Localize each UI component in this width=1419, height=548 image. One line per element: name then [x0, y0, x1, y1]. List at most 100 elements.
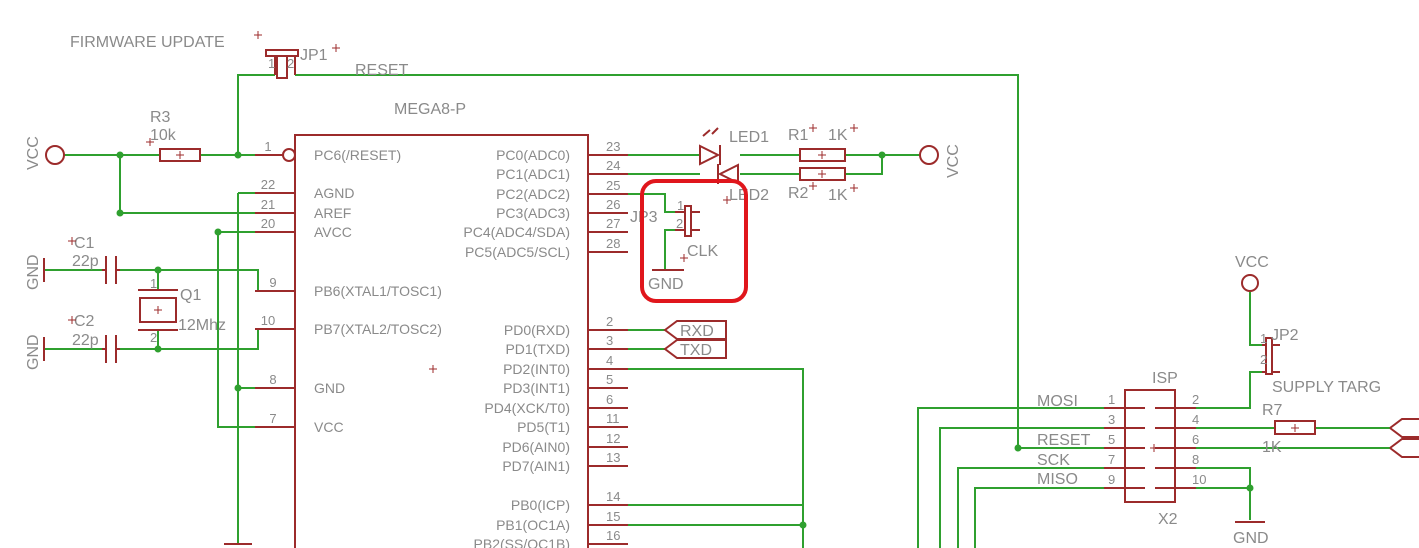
jp2-label: JP2 [1271, 327, 1299, 344]
pin-name: PC0(ADC0) [496, 147, 570, 163]
net-tag-rx-right[interactable] [1389, 438, 1419, 458]
supply-target-label: SUPPLY TARG [1272, 379, 1381, 396]
c2-value: 22p [72, 332, 99, 349]
resistor-r1[interactable]: R1 1K [788, 124, 858, 162]
q1-label: Q1 [180, 287, 201, 304]
pin-name: PD6(AIN0) [502, 439, 570, 455]
pin-name: PC2(ADC2) [496, 186, 570, 202]
pin-num: 27 [606, 216, 620, 231]
pin-name: VCC [314, 419, 344, 435]
vcc-label: VCC [945, 144, 962, 178]
marker-cross [680, 254, 688, 262]
net-tag-rxd[interactable]: RXD [663, 320, 727, 340]
pin-num: 28 [606, 236, 620, 251]
marker-cross [68, 316, 76, 324]
led-led1[interactable]: LED1 [699, 127, 769, 166]
pin-num: 9 [269, 275, 276, 290]
pin-num: 21 [261, 197, 275, 212]
marker-cross [176, 151, 184, 159]
pin-num: 11 [606, 411, 620, 426]
isp-pin: 2 [1192, 392, 1199, 407]
mcu-right-pins: 23 PC0(ADC0) 24 PC1(ADC1) 25 PC2(ADC2) 2… [463, 139, 620, 548]
jumper-jp1[interactable]: FIRMWARE UPDATE 1 2 JP1 RESET [70, 31, 409, 79]
junctions [116, 151, 1254, 529]
pin-name: AVCC [314, 224, 352, 240]
pin-name: PB0(ICP) [511, 497, 570, 513]
isp-pin: 1 [1108, 392, 1115, 407]
junction [214, 228, 222, 236]
led1-label: LED1 [729, 129, 769, 146]
isp-pin: 7 [1108, 452, 1115, 467]
reset-net-label: RESET [355, 62, 409, 79]
junction [1014, 444, 1022, 452]
pin-name: PB7(XTAL2/TOSC2) [314, 321, 442, 337]
mcu-left-pins: 1 PC6(/RESET) 22 AGND 21 AREF 20 AVCC 9 … [261, 139, 442, 435]
marker-cross [68, 237, 76, 245]
gnd-c1: GND [25, 254, 45, 290]
resistor-r3[interactable]: R3 10k [146, 109, 201, 162]
crystal-q1[interactable]: 1 2 Q1 12Mhz [138, 276, 226, 345]
gnd-label: GND [648, 276, 684, 293]
pin-name: PD4(XCK/T0) [484, 400, 570, 416]
isp-label: ISP [1152, 370, 1178, 387]
pin-num: 6 [606, 392, 613, 407]
net-tag-tx-right[interactable] [1389, 418, 1419, 438]
marker-cross [332, 44, 340, 52]
pin-num: 3 [606, 333, 613, 348]
pin-name: GND [314, 380, 345, 396]
capacitor-c2[interactable]: C2 22p [68, 313, 120, 363]
wires [44, 74, 1390, 548]
pin-num: 14 [606, 489, 620, 504]
junction [116, 209, 124, 217]
gnd-isp: GND [1233, 521, 1269, 547]
pin-num: 1 [264, 139, 271, 154]
jumper-jp3[interactable]: 1 2 JP3 CLK GND [630, 198, 718, 293]
c1-label: C1 [74, 235, 95, 252]
pin-name: PD2(INT0) [503, 361, 570, 377]
rxd-label: RXD [680, 323, 714, 340]
pin-name: AGND [314, 185, 354, 201]
isp-pin: 10 [1192, 472, 1206, 487]
jp3-pin-2: 2 [676, 216, 683, 231]
pin-name: PD1(TXD) [505, 341, 570, 357]
pin-num: 26 [606, 197, 620, 212]
pin-name: PB2(SS/OC1B) [474, 536, 570, 548]
marker-cross [818, 151, 826, 159]
resistor-r7[interactable]: R7 1K [1262, 402, 1316, 456]
marker-cross [723, 196, 731, 204]
jp1-label: JP1 [300, 47, 328, 64]
mcu-mega8[interactable]: MEGA8-P [255, 101, 628, 548]
mosi-label: MOSI [1037, 393, 1078, 410]
r2-label: R2 [788, 185, 809, 202]
marker-cross [146, 138, 154, 146]
mcu-title: MEGA8-P [394, 101, 466, 118]
isp-header-x2[interactable]: ISP 1 3 5 7 9 2 4 6 8 10 MOSI RESET SCK … [1037, 370, 1206, 528]
junction [234, 384, 242, 392]
pin-num: 4 [606, 353, 613, 368]
isp-pin: 5 [1108, 432, 1115, 447]
marker-cross [850, 124, 858, 132]
led2-label: LED2 [729, 187, 769, 204]
sck-label: SCK [1037, 452, 1070, 469]
jumper-jp2[interactable]: 1 2 JP2 SUPPLY TARG [1260, 327, 1381, 396]
pin-num: 22 [261, 177, 275, 192]
net-tag-txd[interactable]: TXD [663, 339, 727, 359]
capacitor-c1[interactable]: C1 22p [68, 235, 120, 284]
c1-value: 22p [72, 253, 99, 270]
pin-name: PD7(AIN1) [502, 458, 570, 474]
pin-num: 23 [606, 139, 620, 154]
origin-cross [429, 365, 437, 373]
pin-num: 25 [606, 178, 620, 193]
reset-isp-label: RESET [1037, 432, 1091, 449]
isp-pin: 8 [1192, 452, 1199, 467]
txd-label: TXD [680, 342, 712, 359]
pin-name: PB1(OC1A) [496, 517, 570, 533]
isp-pin: 6 [1192, 432, 1199, 447]
resistor-r2[interactable]: R2 1K [788, 167, 858, 204]
jp1-pin-1: 1 [268, 56, 275, 71]
pin-num: 13 [606, 450, 620, 465]
pin-name: PD3(INT1) [503, 380, 570, 396]
junction [116, 151, 124, 159]
pin-name: PC6(/RESET) [314, 147, 401, 163]
